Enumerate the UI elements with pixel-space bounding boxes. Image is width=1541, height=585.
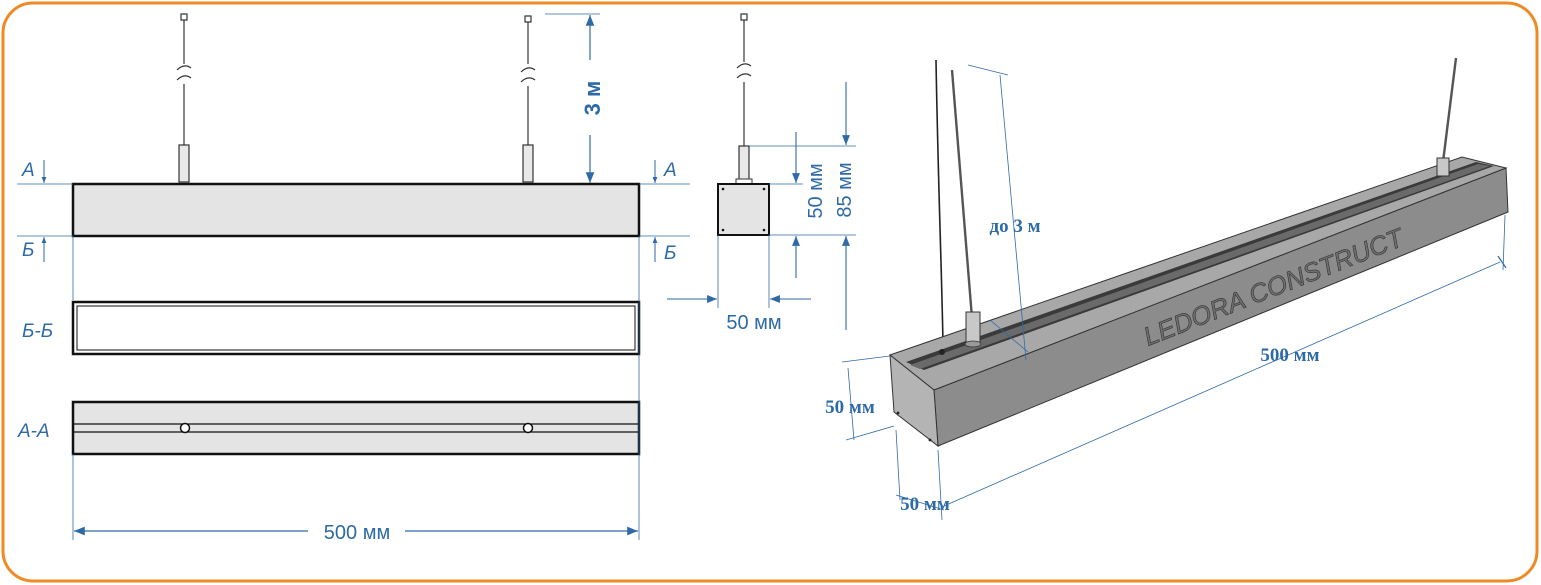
side-height-total-label: 85 мм: [834, 162, 856, 217]
side-view: 50 мм 85 мм 50 мм: [667, 13, 856, 334]
side-height-body-label: 50 мм: [805, 163, 827, 218]
iso-height-label: 50 мм: [825, 397, 875, 418]
iso-mount-left: [964, 311, 982, 348]
section-mark-a-left: А: [21, 160, 35, 181]
front-length-label: 500 мм: [324, 522, 390, 544]
power-cable: [935, 59, 944, 346]
fixture-iso-end-face: [889, 353, 939, 448]
fixture-front-body: [71, 182, 641, 238]
section-mark-b-left: Б: [22, 240, 34, 261]
front-view: 500 мм 3 м А Б А Б Б-Б А-А: [17, 13, 690, 544]
section-label-aa: А-А: [17, 421, 50, 442]
suspension-height-label: 3 м: [580, 81, 605, 116]
section-aa-body: [71, 400, 641, 456]
mount-hole-left: [179, 422, 191, 434]
side-width-label: 50 мм: [726, 312, 781, 334]
suspension-left: [176, 13, 192, 183]
iso-mount-right: [1436, 157, 1450, 177]
iso-width-label: 50 мм: [900, 494, 950, 515]
suspension-right: [520, 15, 536, 183]
mount-hole-right: [522, 422, 534, 434]
iso-length-label: 500 мм: [1260, 345, 1319, 366]
section-mark-a-right: А: [663, 160, 677, 181]
section-bb-outer: [71, 300, 641, 356]
iso-view: LEDORA CONSTRUCT до 3 м 500 мм 50 мм 50 …: [825, 57, 1509, 521]
section-label-bb: Б-Б: [22, 321, 53, 342]
section-bb-inner: [76, 305, 636, 351]
section-mark-b-right: Б: [664, 243, 676, 264]
iso-suspension-label: до 3 м: [989, 216, 1040, 237]
fixture-side-body: [717, 183, 770, 236]
